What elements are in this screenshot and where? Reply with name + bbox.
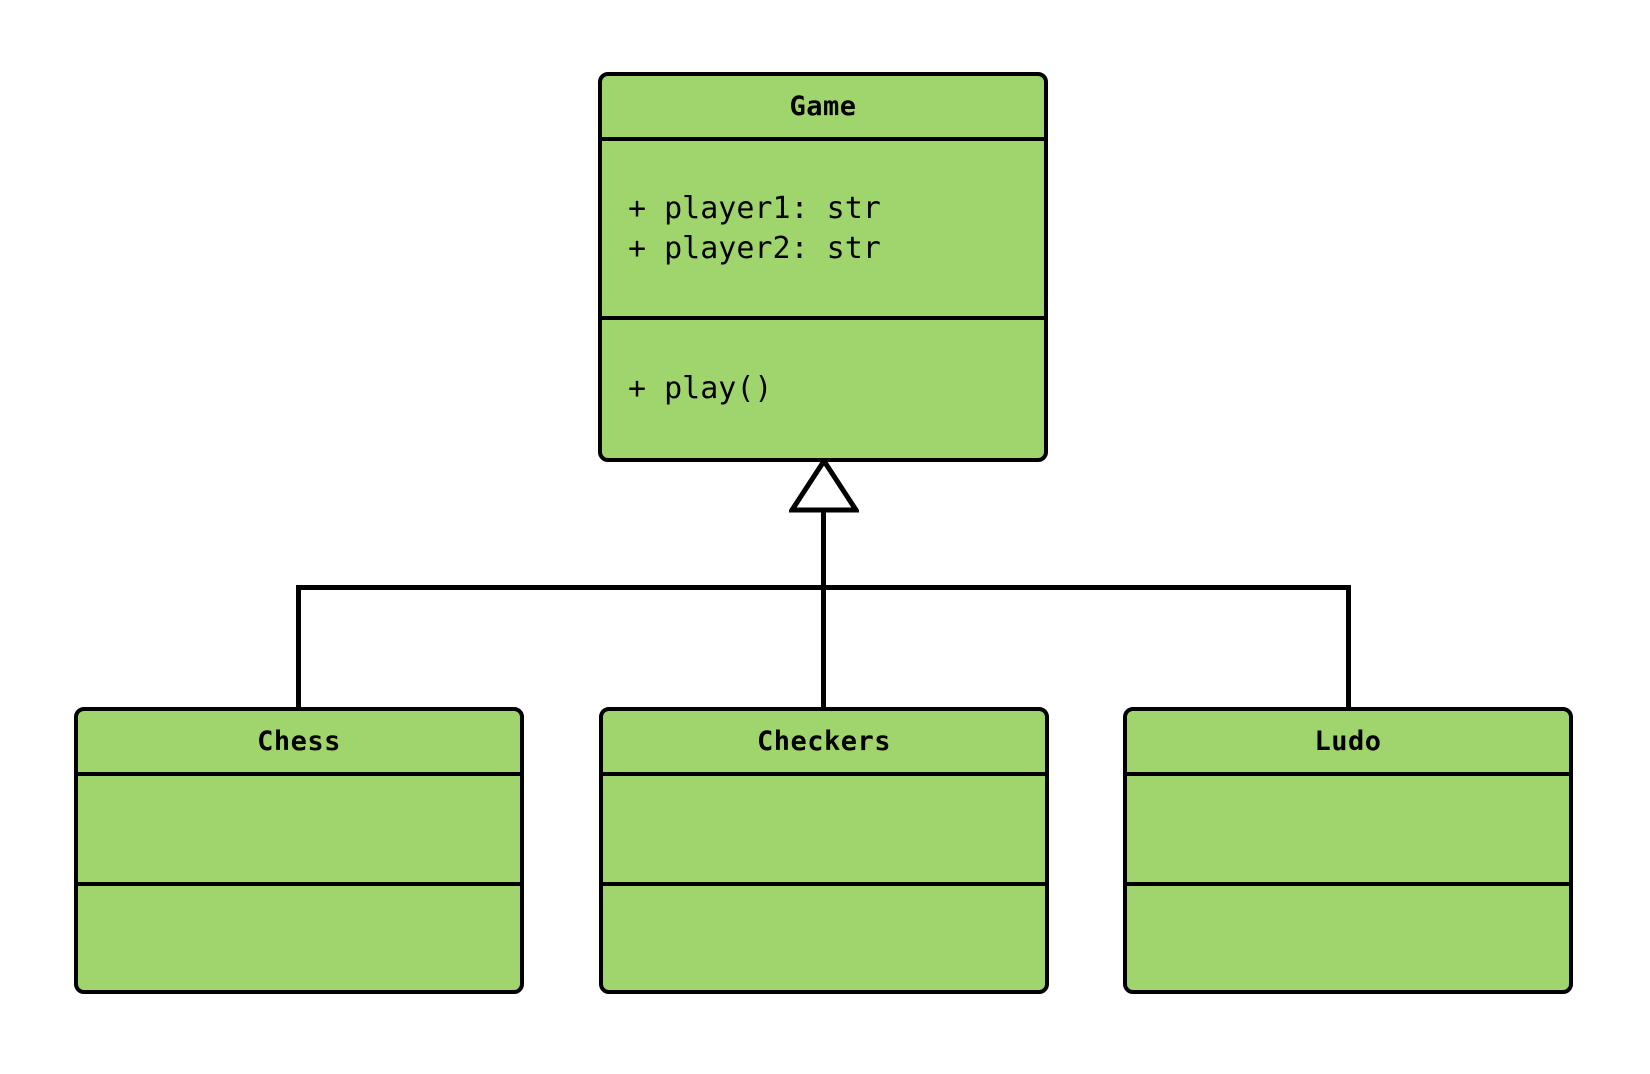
class-attributes-chess bbox=[78, 776, 520, 886]
class-box-ludo[interactable]: Ludo bbox=[1123, 707, 1573, 994]
attribute-player1: + player1: str bbox=[628, 190, 881, 226]
inheritance-triangle-icon bbox=[789, 458, 859, 513]
class-attributes-checkers bbox=[603, 776, 1045, 886]
class-name-chess: Chess bbox=[78, 711, 520, 776]
class-methods-chess bbox=[78, 886, 520, 990]
class-name-checkers: Checkers bbox=[603, 711, 1045, 776]
connector-stub-game bbox=[821, 508, 826, 589]
class-methods-ludo bbox=[1127, 886, 1569, 990]
connector-drop-chess bbox=[296, 585, 301, 709]
connector-drop-ludo bbox=[1346, 585, 1351, 709]
class-attributes-ludo bbox=[1127, 776, 1569, 886]
class-methods-checkers bbox=[603, 886, 1045, 990]
class-name-ludo: Ludo bbox=[1127, 711, 1569, 776]
connector-drop-checkers bbox=[821, 585, 826, 709]
class-methods-game: + play() bbox=[602, 320, 1044, 458]
class-box-game[interactable]: Game + player1: str + player2: str + pla… bbox=[598, 72, 1048, 462]
class-box-checkers[interactable]: Checkers bbox=[599, 707, 1049, 994]
method-play: + play() bbox=[628, 371, 773, 407]
class-attributes-game: + player1: str + player2: str bbox=[602, 141, 1044, 320]
attribute-player2: + player2: str bbox=[628, 230, 881, 266]
class-name-game: Game bbox=[602, 76, 1044, 141]
class-box-chess[interactable]: Chess bbox=[74, 707, 524, 994]
